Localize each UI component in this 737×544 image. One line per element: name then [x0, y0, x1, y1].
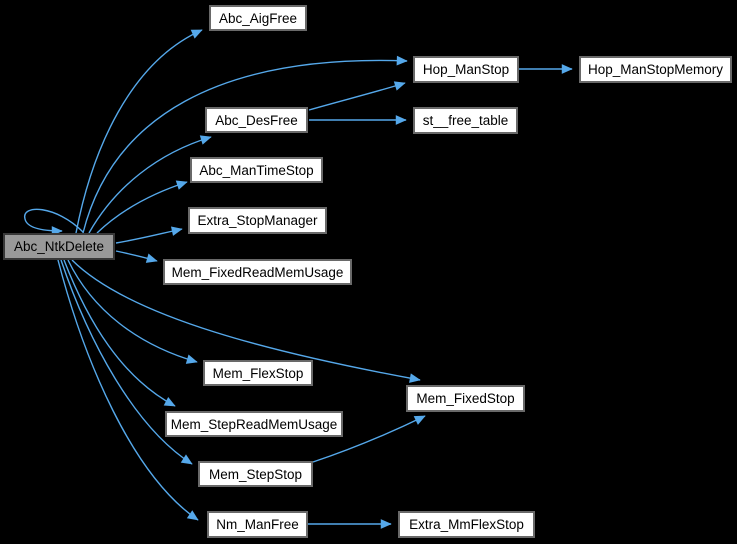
edge-abcntkdelete-to-memfixedstop	[71, 259, 421, 383]
edge-abcntkdelete-to-abcaigfree	[75, 29, 203, 234]
node-extra-stopmanager[interactable]: Extra_StopManager	[188, 207, 327, 234]
edge-abcntkdelete-to-abcmantimestop	[96, 180, 188, 234]
node-mem-fixedreadmemusage[interactable]: Mem_FixedReadMemUsage	[163, 259, 352, 285]
edge-abcntkdelete-self-loop	[24, 208, 84, 236]
node-hop-manstop[interactable]: Hop_ManStop	[413, 56, 519, 83]
edge-abcntkdelete-to-nmmanfree	[57, 259, 199, 521]
edge-memstepstop-to-memfixedstop	[312, 415, 426, 463]
edge-abcntkdelete-to-hopmanstop	[82, 55, 408, 234]
edge-abcntkdelete-to-extrastopmanager	[115, 226, 183, 244]
edge-abcntkdelete-to-memstepreadmemusage	[63, 259, 176, 407]
node-extra-mmflexstop[interactable]: Extra_MmFlexStop	[398, 511, 535, 538]
edge-abcntkdelete-to-abcdesfree	[88, 135, 212, 234]
node-abc-mantimestop[interactable]: Abc_ManTimeStop	[190, 157, 323, 183]
node-mem-fixedstop[interactable]: Mem_FixedStop	[406, 385, 525, 412]
node-abc-aigfree[interactable]: Abc_AigFree	[209, 5, 307, 31]
edge-abcntkdelete-to-memfixedreadmemusage	[115, 250, 158, 263]
node-mem-stepreadmemusage[interactable]: Mem_StepReadMemUsage	[165, 411, 343, 437]
edge-abcntkdelete-to-memstepstop	[60, 259, 193, 465]
node-mem-flexstop[interactable]: Mem_FlexStop	[203, 360, 313, 386]
edge-abcdesfree-to-hopmanstop	[308, 81, 406, 111]
node-st-free-table[interactable]: st__free_table	[413, 107, 518, 134]
node-mem-stepstop[interactable]: Mem_StepStop	[198, 461, 313, 487]
node-nm-manfree[interactable]: Nm_ManFree	[207, 511, 308, 538]
node-abc-desfree[interactable]: Abc_DesFree	[205, 107, 308, 133]
node-hop-manstopmemory[interactable]: Hop_ManStopMemory	[579, 56, 732, 83]
edge-abcntkdelete-to-memflexstop	[67, 259, 198, 364]
node-abc-ntkdelete[interactable]: Abc_NtkDelete	[3, 233, 115, 260]
